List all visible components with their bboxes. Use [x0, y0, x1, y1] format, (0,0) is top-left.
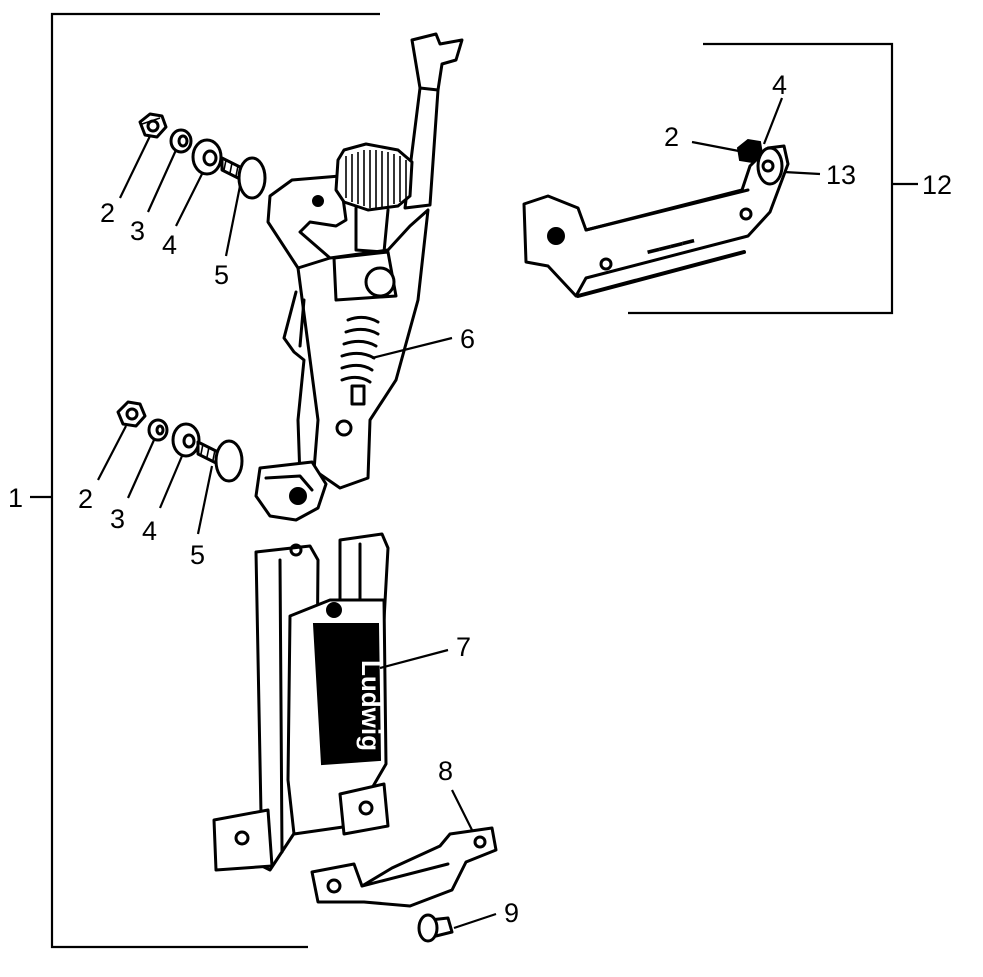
carriage-bolt-top — [220, 156, 267, 200]
flat-washer-top — [191, 138, 223, 176]
callout-labels: 1 2 3 4 5 2 3 4 5 6 7 8 9 12 2 4 13 — [8, 70, 952, 928]
callout-lockwasher-top: 3 — [130, 216, 145, 246]
callout-washer-top: 4 — [162, 230, 177, 260]
bottom-hardware-set — [116, 400, 244, 483]
leader-lines — [97, 97, 821, 930]
callout-bracket-washer: 4 — [772, 70, 787, 100]
assembly-12-bracket-line — [628, 42, 918, 315]
flat-washer-bottom — [171, 422, 201, 458]
callout-assembly-1: 1 — [8, 483, 23, 513]
mounting-bracket: ▬▬▬▬ — [522, 138, 790, 298]
hex-nut-bottom — [116, 400, 147, 428]
strap — [310, 826, 498, 908]
callout-spring-clamp: 6 — [460, 324, 475, 354]
assembly-1-bracket-line — [30, 12, 380, 949]
callout-bracket-13: 13 — [826, 160, 856, 190]
callout-strap: 8 — [438, 756, 453, 786]
spring-clamp-arm — [254, 32, 464, 522]
callout-washer-bottom: 4 — [142, 516, 157, 546]
callout-housing: 7 — [456, 632, 471, 662]
hex-nut-top — [138, 112, 168, 139]
callout-nut-top: 2 — [100, 198, 115, 228]
callout-bracket-nut: 2 — [664, 122, 679, 152]
lock-washer-top — [169, 128, 193, 154]
housing: Ludwig — [212, 532, 390, 872]
callout-screw: 9 — [504, 898, 519, 928]
callout-bracket-assembly-12: 12 — [922, 170, 952, 200]
callout-lockwasher-bottom: 3 — [110, 504, 125, 534]
callout-nut-bottom: 2 — [78, 484, 93, 514]
lock-washer-bottom — [147, 418, 169, 442]
screw — [417, 913, 454, 943]
badge-logo-text: Ludwig — [356, 660, 386, 751]
ludwig-badge: Ludwig — [312, 623, 386, 766]
top-hardware-set — [138, 112, 267, 200]
knurled-knob — [334, 142, 414, 254]
callout-bolt-bottom: 5 — [190, 540, 205, 570]
coil-spring — [340, 315, 380, 406]
carriage-bolt-bottom — [196, 439, 244, 483]
callout-bolt-top: 5 — [214, 260, 229, 290]
